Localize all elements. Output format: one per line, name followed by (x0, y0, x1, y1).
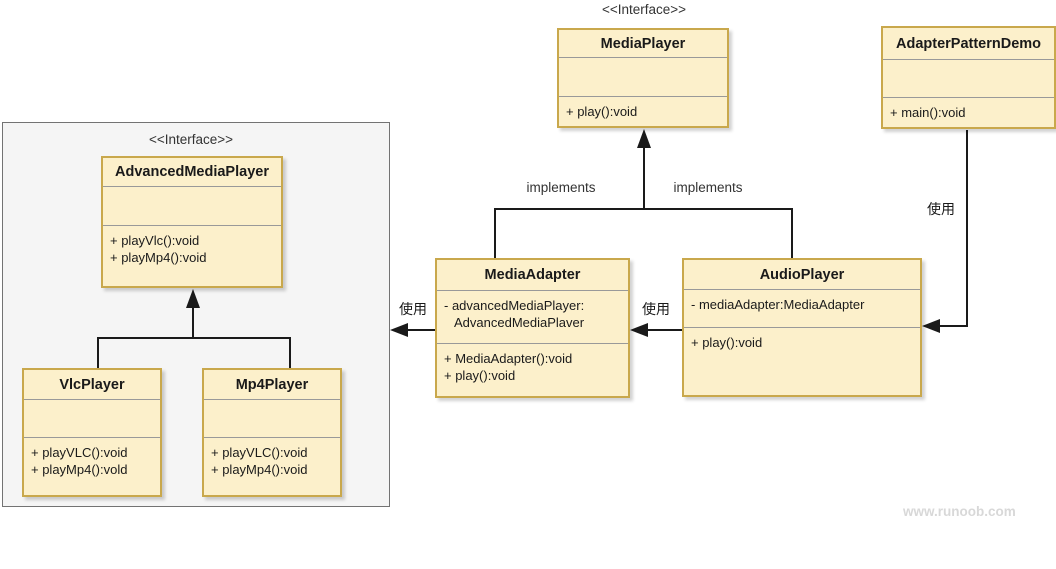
class-methods: + playVlc():void + playMp4():void (103, 225, 281, 286)
method-line: + playVlc():void (110, 233, 200, 248)
class-title: AdapterPatternDemo (895, 35, 1042, 52)
method-line: + play():void (566, 104, 638, 119)
class-box-mp4player: Mp4Player + playVLC():void + playMp4():v… (202, 368, 342, 497)
class-title: MediaPlayer (600, 35, 686, 52)
use-label-left: 使用 (399, 301, 427, 317)
method-line: + playMp4():void (211, 462, 308, 477)
attribute-line: - advancedMediaPlayer: (444, 298, 585, 313)
method-line: + playMp4():vold (31, 462, 128, 477)
method-line: + play():void (444, 368, 516, 383)
class-box-audioplayer: AudioPlayer - mediaAdapter:MediaAdapter … (682, 258, 922, 397)
class-box-mediaadapter: MediaAdapter - advancedMediaPlayer: Adva… (435, 258, 630, 398)
class-attributes (559, 57, 727, 96)
class-attributes (103, 186, 281, 225)
class-methods: + playVLC():void + playMp4():vold (24, 437, 160, 495)
class-box-advancedmediaplayer: AdvancedMediaPlayer + playVlc():void + p… (101, 156, 283, 288)
arrowhead-to-group (390, 323, 408, 337)
implements-label-right: implements (673, 180, 743, 195)
method-line: + MediaAdapter():void (444, 351, 573, 366)
class-methods: + MediaAdapter():void + play():void (437, 343, 628, 396)
class-methods: + playVLC():void + playMp4():void (204, 437, 340, 495)
interface-stereotype-top: <<Interface>> (601, 2, 687, 17)
class-title: AudioPlayer (759, 266, 845, 283)
implements-connector-line (494, 208, 793, 258)
arrowhead-to-audioplayer (922, 319, 940, 333)
class-title: AdvancedMediaPlayer (115, 164, 269, 180)
use-label-right: 使用 (927, 201, 955, 217)
class-methods: + play():void (684, 327, 920, 395)
attribute-line: AdvancedMediaPlaver (454, 315, 585, 330)
use-label-middle: 使用 (642, 301, 670, 317)
class-title: MediaAdapter (484, 267, 581, 283)
attribute-line: - mediaAdapter:MediaAdapter (691, 297, 865, 312)
watermark: www.runoob.com (903, 504, 1016, 519)
demo-use-connector-line (938, 130, 968, 327)
class-attributes (24, 399, 160, 437)
class-methods: + play():void (559, 96, 727, 126)
class-title: VlcPlayer (59, 376, 125, 393)
class-attributes (883, 59, 1054, 97)
class-attributes: - advancedMediaPlayer: AdvancedMediaPlav… (437, 290, 628, 343)
class-box-vlcplayer: VlcPlayer + playVLC():void + playMp4():v… (22, 368, 162, 497)
arrowhead-to-mediaplayer (637, 129, 651, 148)
arrowhead-to-mediaadapter (630, 323, 648, 337)
class-title: Mp4Player (235, 376, 309, 393)
interface-stereotype-group: <<Interface>> (148, 132, 234, 147)
class-attributes: - mediaAdapter:MediaAdapter (684, 289, 920, 327)
method-line: + playVLC():void (211, 445, 308, 460)
method-line: + playVLC():void (31, 445, 128, 460)
implements-label-left: implements (526, 180, 596, 195)
class-box-mediaplayer: MediaPlayer + play():void (557, 28, 729, 128)
method-line: + main():void (890, 105, 966, 120)
method-line: + play():void (691, 335, 763, 350)
class-box-adapterpatterndemo: AdapterPatternDemo + main():void (881, 26, 1056, 129)
method-line: + playMp4():void (110, 250, 207, 265)
class-attributes (204, 399, 340, 437)
class-methods: + main():void (883, 97, 1054, 127)
